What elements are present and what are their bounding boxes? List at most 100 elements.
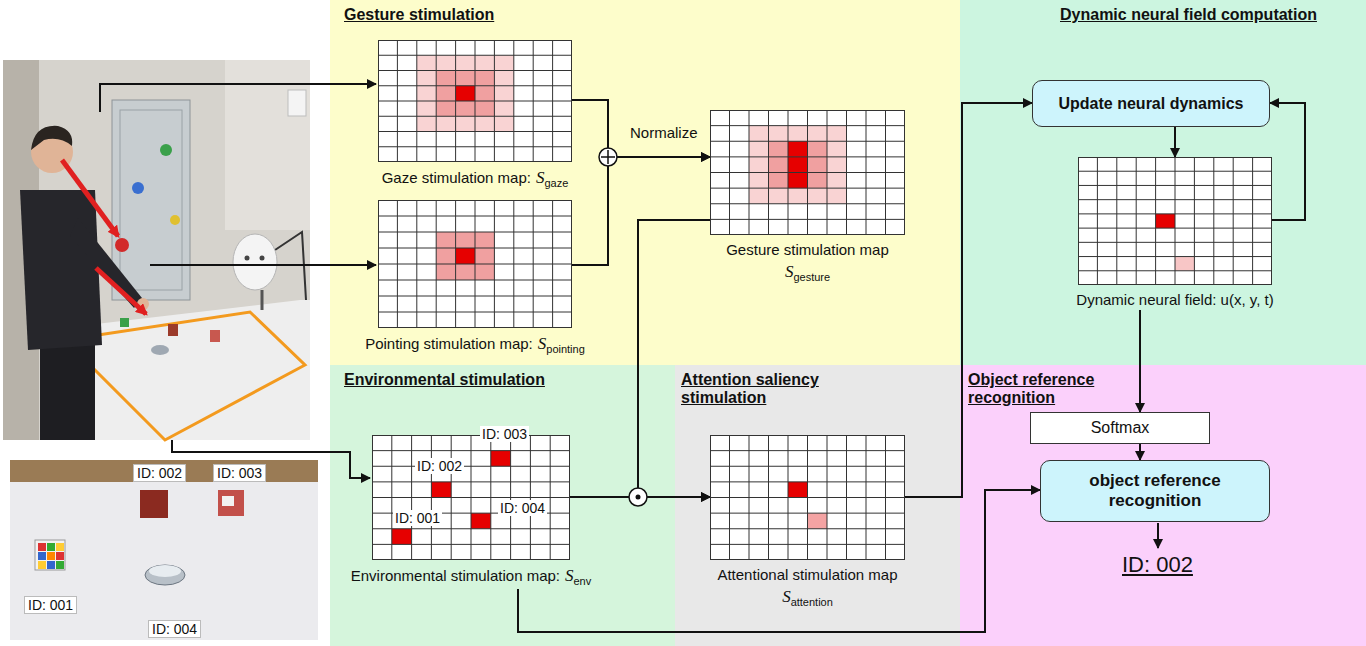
graphic-rect xyxy=(112,100,190,300)
grid-map-node: Gesture stimulation mapSgesture xyxy=(710,110,905,285)
object-id-label: ID: 003 xyxy=(480,426,529,442)
caption-line: Gesture stimulation map xyxy=(630,239,985,260)
box-text: Update neural dynamics xyxy=(1059,94,1244,113)
grid-map-node: Pointing stimulation map:Spointing xyxy=(378,200,572,357)
process-box: object reference recognition xyxy=(1040,460,1270,522)
product-dot xyxy=(636,495,641,500)
graphic-rect xyxy=(35,540,65,570)
section-band: Attention saliency stimulationAttentiona… xyxy=(675,365,960,646)
graphic-ellipse xyxy=(233,234,277,290)
grid-cell xyxy=(788,141,808,157)
grid-cell xyxy=(827,173,847,189)
math-symbol: S xyxy=(782,587,791,606)
grid-cell xyxy=(749,126,769,142)
graphic-rect xyxy=(225,60,310,230)
grid-cell xyxy=(827,157,847,173)
connector-arrow xyxy=(638,220,710,497)
grid-cell xyxy=(494,55,513,70)
map-caption: Pointing stimulation map:Spointing xyxy=(298,332,652,357)
grid-background xyxy=(378,40,572,162)
gaze-input-line xyxy=(100,84,376,112)
graphic-path xyxy=(20,190,102,350)
grid-cell xyxy=(788,173,808,189)
math-symbol: S xyxy=(536,168,545,187)
grid-cell xyxy=(769,141,789,157)
grid-cell xyxy=(456,86,475,101)
process-box: Softmax xyxy=(1030,412,1210,444)
grid-cell xyxy=(1175,257,1194,271)
grid-cell xyxy=(475,55,494,70)
grid-cell xyxy=(788,173,808,189)
grid-cell xyxy=(788,188,808,204)
caption-text: Gaze stimulation map: xyxy=(382,169,531,186)
grid-cell xyxy=(436,232,455,248)
grid-cell xyxy=(769,173,789,189)
grid-cell xyxy=(494,86,513,101)
grid-cell xyxy=(475,116,494,131)
graphic-line xyxy=(62,160,118,236)
grid-cell xyxy=(417,101,436,116)
grid-cell xyxy=(456,232,475,248)
caption-line: Environmental stimulation map:Senv xyxy=(292,564,650,589)
grid-cell xyxy=(788,126,808,142)
graphic-rect xyxy=(38,552,46,560)
caption-line: Sattention xyxy=(630,585,985,610)
graphic-circle xyxy=(132,182,144,194)
grid-cell xyxy=(788,157,808,173)
graphic-rect xyxy=(3,60,310,440)
grid-cell xyxy=(1156,214,1175,228)
graphic-rect xyxy=(218,490,244,516)
grid-cell xyxy=(475,86,494,101)
section-band: Gesture stimulationGaze stimulation map:… xyxy=(330,0,960,365)
grid-background xyxy=(710,435,905,560)
grid-cell xyxy=(417,55,436,70)
graphic-rect xyxy=(38,561,46,569)
grid-cell xyxy=(827,188,847,204)
grid-cell xyxy=(436,55,455,70)
grid-cell xyxy=(456,71,475,86)
caption-line: Dynamic neural field: u(x, y, t) xyxy=(998,289,1352,310)
grid-cell xyxy=(456,248,475,264)
grid-cell xyxy=(456,86,475,101)
sum-operator xyxy=(599,148,617,166)
graphic-line xyxy=(261,290,264,310)
grid-cell xyxy=(456,86,475,101)
graphic-circle xyxy=(260,256,265,261)
grid-cell xyxy=(471,513,491,529)
sum-cross xyxy=(601,150,615,164)
connector-arrow xyxy=(1139,444,1141,460)
grid-lines xyxy=(1078,157,1272,285)
graphic-path xyxy=(70,218,142,308)
box-text: object reference recognition xyxy=(1051,471,1259,512)
grid-cell xyxy=(475,101,494,116)
grid-map-node: Environmental stimulation map:SenvID: 00… xyxy=(372,435,570,589)
graphic-rect xyxy=(140,490,168,518)
map-caption: Gesture stimulation mapSgesture xyxy=(630,239,985,285)
grid-cell xyxy=(769,126,789,142)
grid-cell xyxy=(749,173,769,189)
math-subscript: env xyxy=(574,575,592,587)
grid-cell xyxy=(436,71,455,86)
grid-cell xyxy=(788,482,808,498)
box-text: Softmax xyxy=(1091,418,1150,437)
grid-map-node: Gaze stimulation map:Sgaze xyxy=(378,40,572,191)
photo-id-label: ID: 001 xyxy=(24,596,77,614)
graphic-rect xyxy=(56,561,64,569)
graphic-rect xyxy=(38,543,46,551)
connector-arrow xyxy=(905,103,1032,497)
map-caption: Attentional stimulation mapSattention xyxy=(630,564,985,610)
grid-lines xyxy=(378,200,572,328)
result-arrow xyxy=(1157,523,1159,548)
grid-cell xyxy=(417,71,436,86)
section-heading: Dynamic neural field computation xyxy=(1060,6,1317,24)
table-photo xyxy=(10,460,318,640)
graphic-rect xyxy=(120,110,182,290)
grid-cell xyxy=(788,157,808,173)
grid-cell xyxy=(475,264,494,280)
graphic-circle xyxy=(170,215,180,225)
graphic-rect xyxy=(56,543,64,551)
grid-map xyxy=(710,435,905,560)
grid-cell xyxy=(808,141,828,157)
grid-cell xyxy=(456,55,475,70)
